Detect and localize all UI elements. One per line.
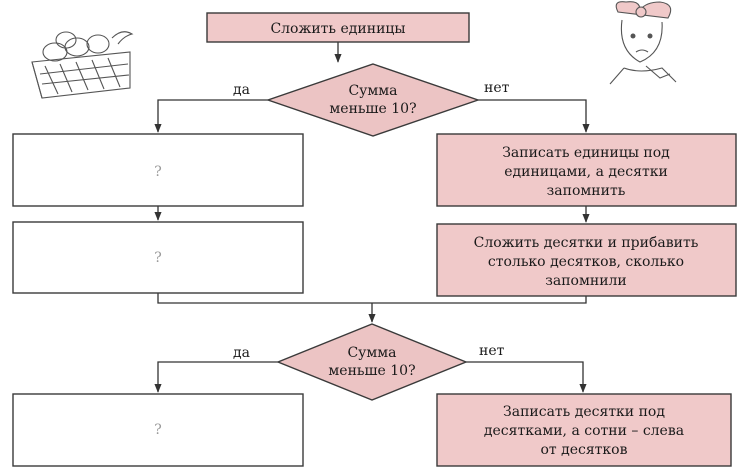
- yes-box-2-placeholder: ?: [154, 250, 162, 266]
- decision1-no-label: нет: [484, 80, 510, 96]
- start-box: Сложить единицы: [206, 12, 470, 43]
- no-box-1-line2: единицами, а десятки: [504, 164, 668, 180]
- no-box-2: Сложить десятки и прибавить столько деся…: [436, 223, 737, 297]
- yes-box-1: ?: [12, 133, 304, 207]
- no-box-2-line2: столько десятков, сколько: [488, 254, 684, 270]
- no-box-1-line1: Записать единицы под: [502, 145, 670, 161]
- basket-illustration: [31, 31, 134, 99]
- no-box-1: Записать единицы под единицами, а десятк…: [436, 133, 737, 207]
- no-box-2-line1: Сложить десятки и прибавить: [474, 235, 699, 251]
- decision2-line1: Сумма: [347, 345, 396, 361]
- decision1-line2: меньше 10?: [329, 101, 416, 117]
- decision1-yes-label: да: [233, 82, 250, 98]
- decision2-no-label: нет: [479, 343, 505, 359]
- no-box-3: Записать десятки под десятками, а сотни …: [436, 393, 732, 467]
- no-box-3-line2: десятками, а сотни – слева: [484, 423, 684, 439]
- no-box-1-line3: запомнить: [547, 183, 626, 199]
- yes-box-3: ?: [12, 393, 304, 467]
- connectors: [154, 42, 590, 393]
- decision2-line2: меньше 10?: [328, 363, 415, 379]
- decision2-yes-label: да: [233, 345, 250, 361]
- yes-box-1-placeholder: ?: [154, 164, 162, 180]
- decision-diamond-2: Сумма меньше 10?: [276, 323, 468, 401]
- start-box-text: Сложить единицы: [270, 21, 405, 37]
- decision1-line1: Сумма: [348, 83, 397, 99]
- no-box-3-line1: Записать десятки под: [503, 404, 665, 420]
- doll-illustration: [609, 1, 677, 85]
- decision-diamond-1: Сумма меньше 10?: [265, 63, 481, 137]
- no-box-2-line3: запомнили: [545, 273, 627, 289]
- no-box-3-line3: от десятков: [540, 442, 627, 458]
- yes-box-2: ?: [12, 221, 304, 294]
- yes-box-3-placeholder: ?: [154, 422, 162, 438]
